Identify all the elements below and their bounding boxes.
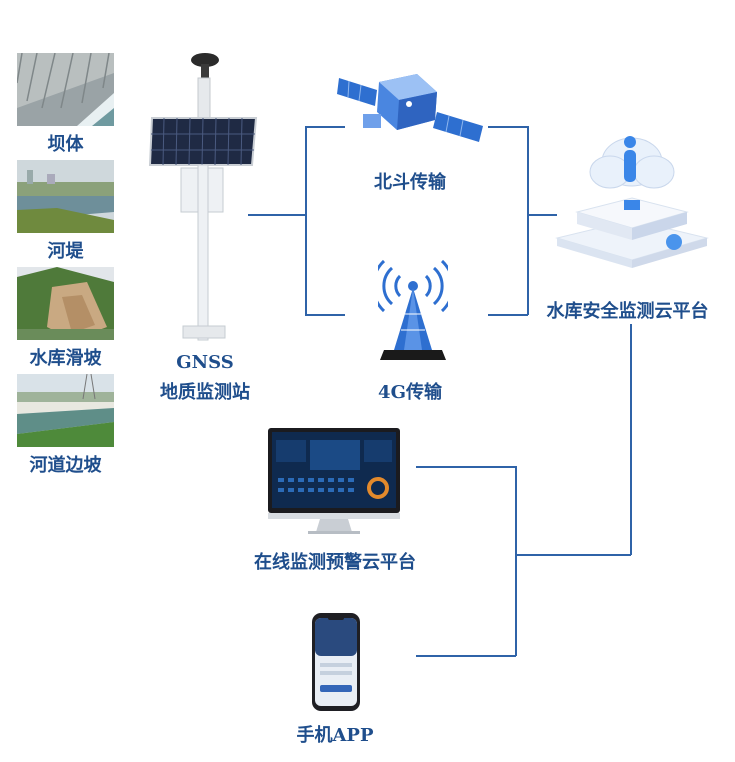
cloud-label: 水库安全监测云平台 [546, 301, 709, 322]
connector-right-vertical [527, 126, 529, 315]
connector-from-tower [488, 314, 528, 316]
connector-cloud-down [630, 324, 632, 555]
connector-from-satellite [488, 126, 528, 128]
connector-clients-vertical [515, 466, 517, 656]
connector-bottom-horizontal [515, 554, 631, 556]
connector-to-phone [416, 655, 516, 657]
connector-to-cloud [527, 214, 557, 216]
scene-label-dam: 坝体 [47, 134, 84, 155]
connector-to-tower [305, 314, 345, 316]
satellite-icon [337, 68, 487, 152]
4g-label: 4G传输 [378, 382, 442, 403]
scene-label-embankment: 河堤 [47, 241, 84, 262]
connector-station [248, 214, 306, 216]
web-platform-label: 在线监测预警云平台 [254, 552, 416, 573]
gnss-label-line1: GNSS [176, 352, 234, 373]
connector-left-vertical [305, 126, 307, 315]
river-embankment-photo [17, 160, 114, 233]
monitor-icon [268, 428, 403, 540]
connector-to-satellite [305, 126, 345, 128]
reservoir-landslide-photo [17, 267, 114, 340]
cloud-server-icon [552, 128, 712, 282]
mobile-label: 手机APP [296, 725, 374, 746]
phone-icon [312, 613, 362, 717]
gnss-station-icon [148, 50, 260, 349]
dam-photo [17, 53, 114, 126]
beidou-label: 北斗传输 [374, 172, 446, 193]
scene-label-river-slope: 河道边坡 [29, 455, 102, 476]
gnss-label-line2: 地质监测站 [160, 382, 250, 403]
river-slope-photo [17, 374, 114, 447]
scene-label-landslide: 水库滑坡 [29, 348, 102, 369]
connector-to-monitor [416, 466, 516, 468]
cell-tower-icon [371, 258, 455, 366]
